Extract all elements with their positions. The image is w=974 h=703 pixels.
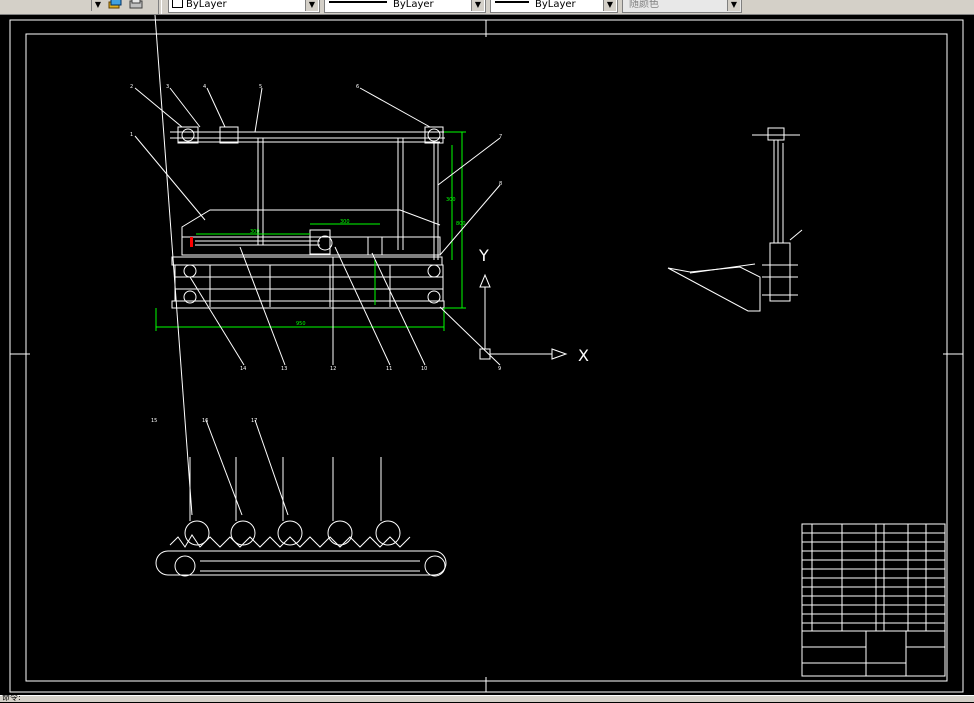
balloon-label: 9 <box>498 366 501 372</box>
linetype-control[interactable]: ByLayer <box>324 0 486 13</box>
ucs-x-label: X <box>578 346 589 365</box>
lineweight-preview-icon <box>495 1 529 3</box>
layer-previous-icon[interactable] <box>108 0 122 10</box>
balloon-label: 14 <box>240 366 246 372</box>
balloon-label: 7 <box>499 134 502 140</box>
plotstyle-control[interactable]: 随颜色 <box>622 0 742 13</box>
linetype-dropdown-arrow-icon[interactable]: ▼ <box>471 0 484 11</box>
title-block <box>801 523 946 677</box>
highlight-mark <box>190 237 193 247</box>
dropdown-arrow-icon[interactable]: ▼ <box>91 0 104 11</box>
balloon-label: 11 <box>386 366 392 372</box>
drawing-border <box>25 33 948 682</box>
balloon-label: 5 <box>259 84 262 90</box>
balloon-label: 1 <box>130 132 133 138</box>
linetype-preview-icon <box>329 1 387 3</box>
color-swatch-icon <box>172 0 183 8</box>
dim-label: 300 <box>250 229 260 235</box>
balloon-label: 15 <box>151 418 157 424</box>
lineweight-control[interactable]: ByLayer <box>490 0 618 13</box>
balloon-label: 8 <box>499 181 502 187</box>
color-dropdown-arrow-icon[interactable]: ▼ <box>305 0 318 11</box>
balloon-label: 12 <box>330 366 336 372</box>
toolbar-separator <box>158 0 162 14</box>
plotstyle-dropdown-arrow-icon[interactable]: ▼ <box>727 0 740 11</box>
properties-toolbar: ▼ ByLayer ▼ ByLayer ▼ ByLayer ▼ 随颜色 ▼ <box>0 0 974 15</box>
ucs-y-label: Y <box>478 246 489 265</box>
bottom-balloons: 15 16 17 <box>151 418 257 424</box>
balloon-label: 3 <box>166 84 169 90</box>
balloon-label: 13 <box>281 366 287 372</box>
side-view <box>667 127 803 312</box>
leader-lines <box>134 87 501 366</box>
part-balloons: 2 3 4 5 6 1 7 8 14 13 12 11 10 9 <box>130 84 502 372</box>
balloon-label: 2 <box>130 84 133 90</box>
balloon-label: 17 <box>251 418 257 424</box>
balloon-label: 4 <box>203 84 206 90</box>
balloon-label: 6 <box>356 84 359 90</box>
color-control[interactable]: ByLayer <box>168 0 320 13</box>
main-assembly-view <box>170 126 445 309</box>
layer-states-icon[interactable] <box>129 0 143 10</box>
status-bar: 命令: <box>0 693 974 702</box>
dim-label: 300 <box>340 219 350 225</box>
outer-frame <box>9 19 964 693</box>
ucs-icon <box>479 273 568 360</box>
balloon-label: 10 <box>421 366 427 372</box>
dim-label: 800 <box>456 221 466 227</box>
dim-label: 300 <box>446 197 456 203</box>
command-line-text: 命令: <box>2 693 21 702</box>
centering-marks <box>10 20 963 692</box>
lineweight-dropdown-arrow-icon[interactable]: ▼ <box>603 0 616 11</box>
drawing-canvas[interactable]: 300 300 950 800 300 2 3 4 5 6 1 7 8 14 1… <box>0 15 974 695</box>
balloon-label: 16 <box>202 418 208 424</box>
dim-label: 950 <box>296 321 306 327</box>
conveyor-view <box>154 15 447 577</box>
